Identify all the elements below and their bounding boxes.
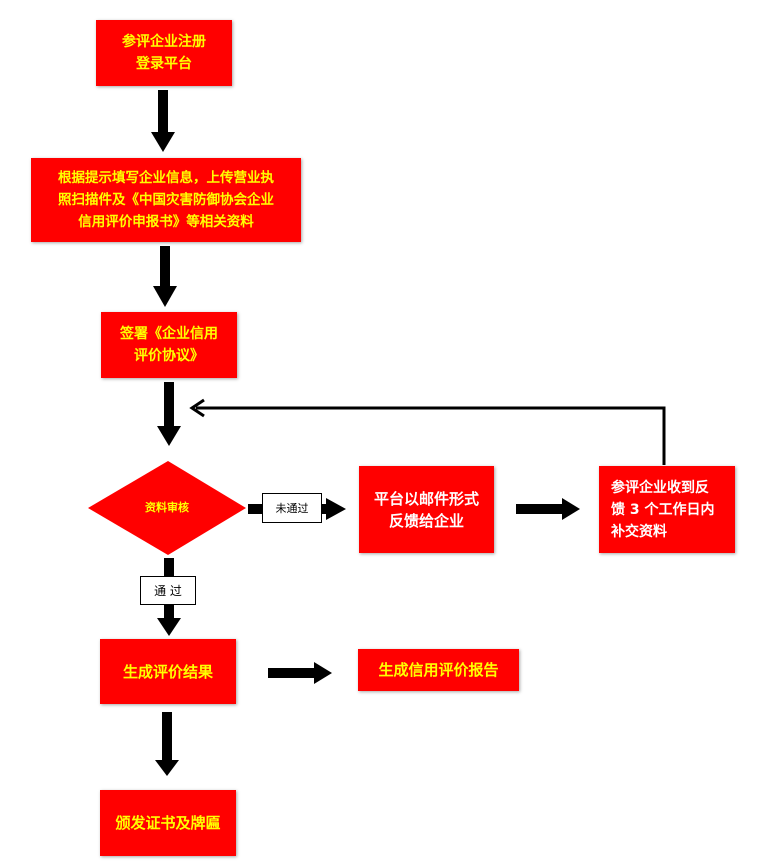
register-node: 参评企业注册 登录平台 bbox=[96, 20, 232, 86]
arrow-resubmit-loop-back bbox=[189, 398, 666, 465]
review-diamond bbox=[88, 461, 246, 555]
feedback-node: 平台以邮件形式 反馈给企业 bbox=[359, 466, 494, 553]
resubmit-node: 参评企业收到反 馈 3 个工作日内 补交资料 bbox=[599, 466, 735, 553]
result-node: 生成评价结果 bbox=[100, 639, 236, 704]
fill-info-node: 根据提示填写企业信息，上传营业执 照扫描件及《中国灾害防御协会企业 信用评价申报… bbox=[31, 158, 301, 242]
report-node: 生成信用评价报告 bbox=[358, 649, 519, 691]
arrow-result-to-certificate bbox=[155, 712, 179, 776]
sign-agreement-node: 签署《企业信用 评价协议》 bbox=[101, 312, 237, 378]
certificate-node: 颁发证书及牌匾 bbox=[100, 790, 236, 856]
arrow-result-to-report bbox=[268, 662, 332, 684]
passed-label: 通 过 bbox=[140, 576, 196, 605]
arrow-sign-to-review bbox=[157, 382, 181, 446]
arrow-register-to-fill bbox=[151, 90, 175, 152]
arrow-feedback-to-resubmit bbox=[516, 498, 580, 520]
arrow-fill-to-sign bbox=[153, 246, 177, 307]
review-label: 资料审核 bbox=[145, 501, 189, 514]
not-passed-label: 未通过 bbox=[262, 493, 322, 523]
